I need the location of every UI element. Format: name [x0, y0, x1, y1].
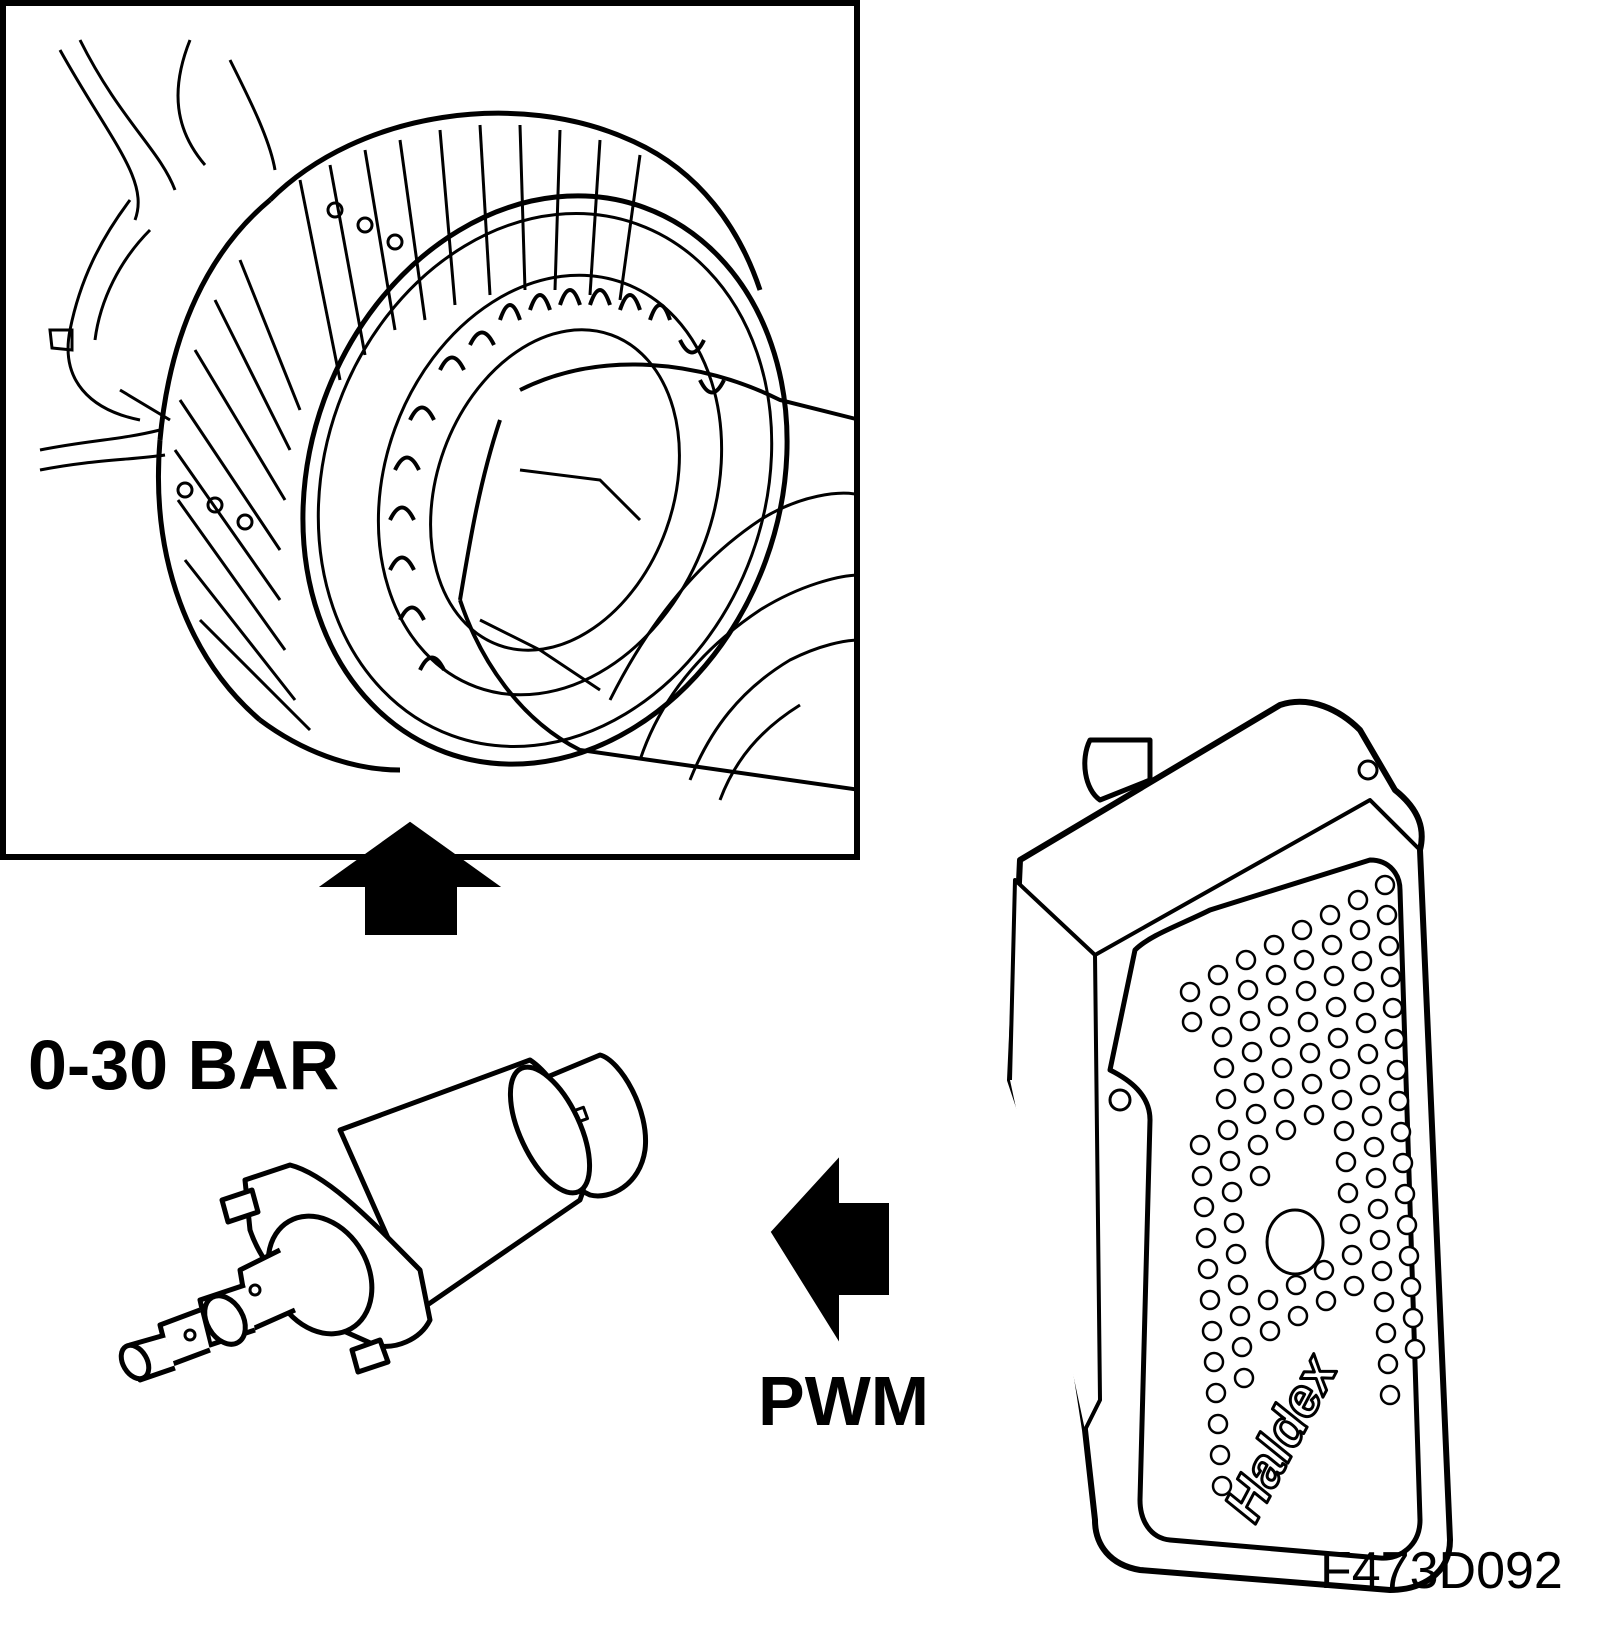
arrow-left-icon — [770, 1157, 889, 1342]
vent-hole-grid — [1179, 874, 1426, 1497]
pressure-range-label: 0-30 BAR — [28, 1026, 340, 1104]
inset-frame — [0, 0, 860, 860]
pressure-valve-illustration — [118, 1052, 649, 1383]
pwm-signal-label: PWM — [758, 1362, 930, 1440]
clutch-detail-inset — [0, 0, 860, 860]
arrow-up-icon — [318, 821, 502, 935]
control-unit-illustration: Haldex — [1007, 698, 1453, 1593]
figure-code-label: F473D092 — [1320, 1542, 1563, 1600]
